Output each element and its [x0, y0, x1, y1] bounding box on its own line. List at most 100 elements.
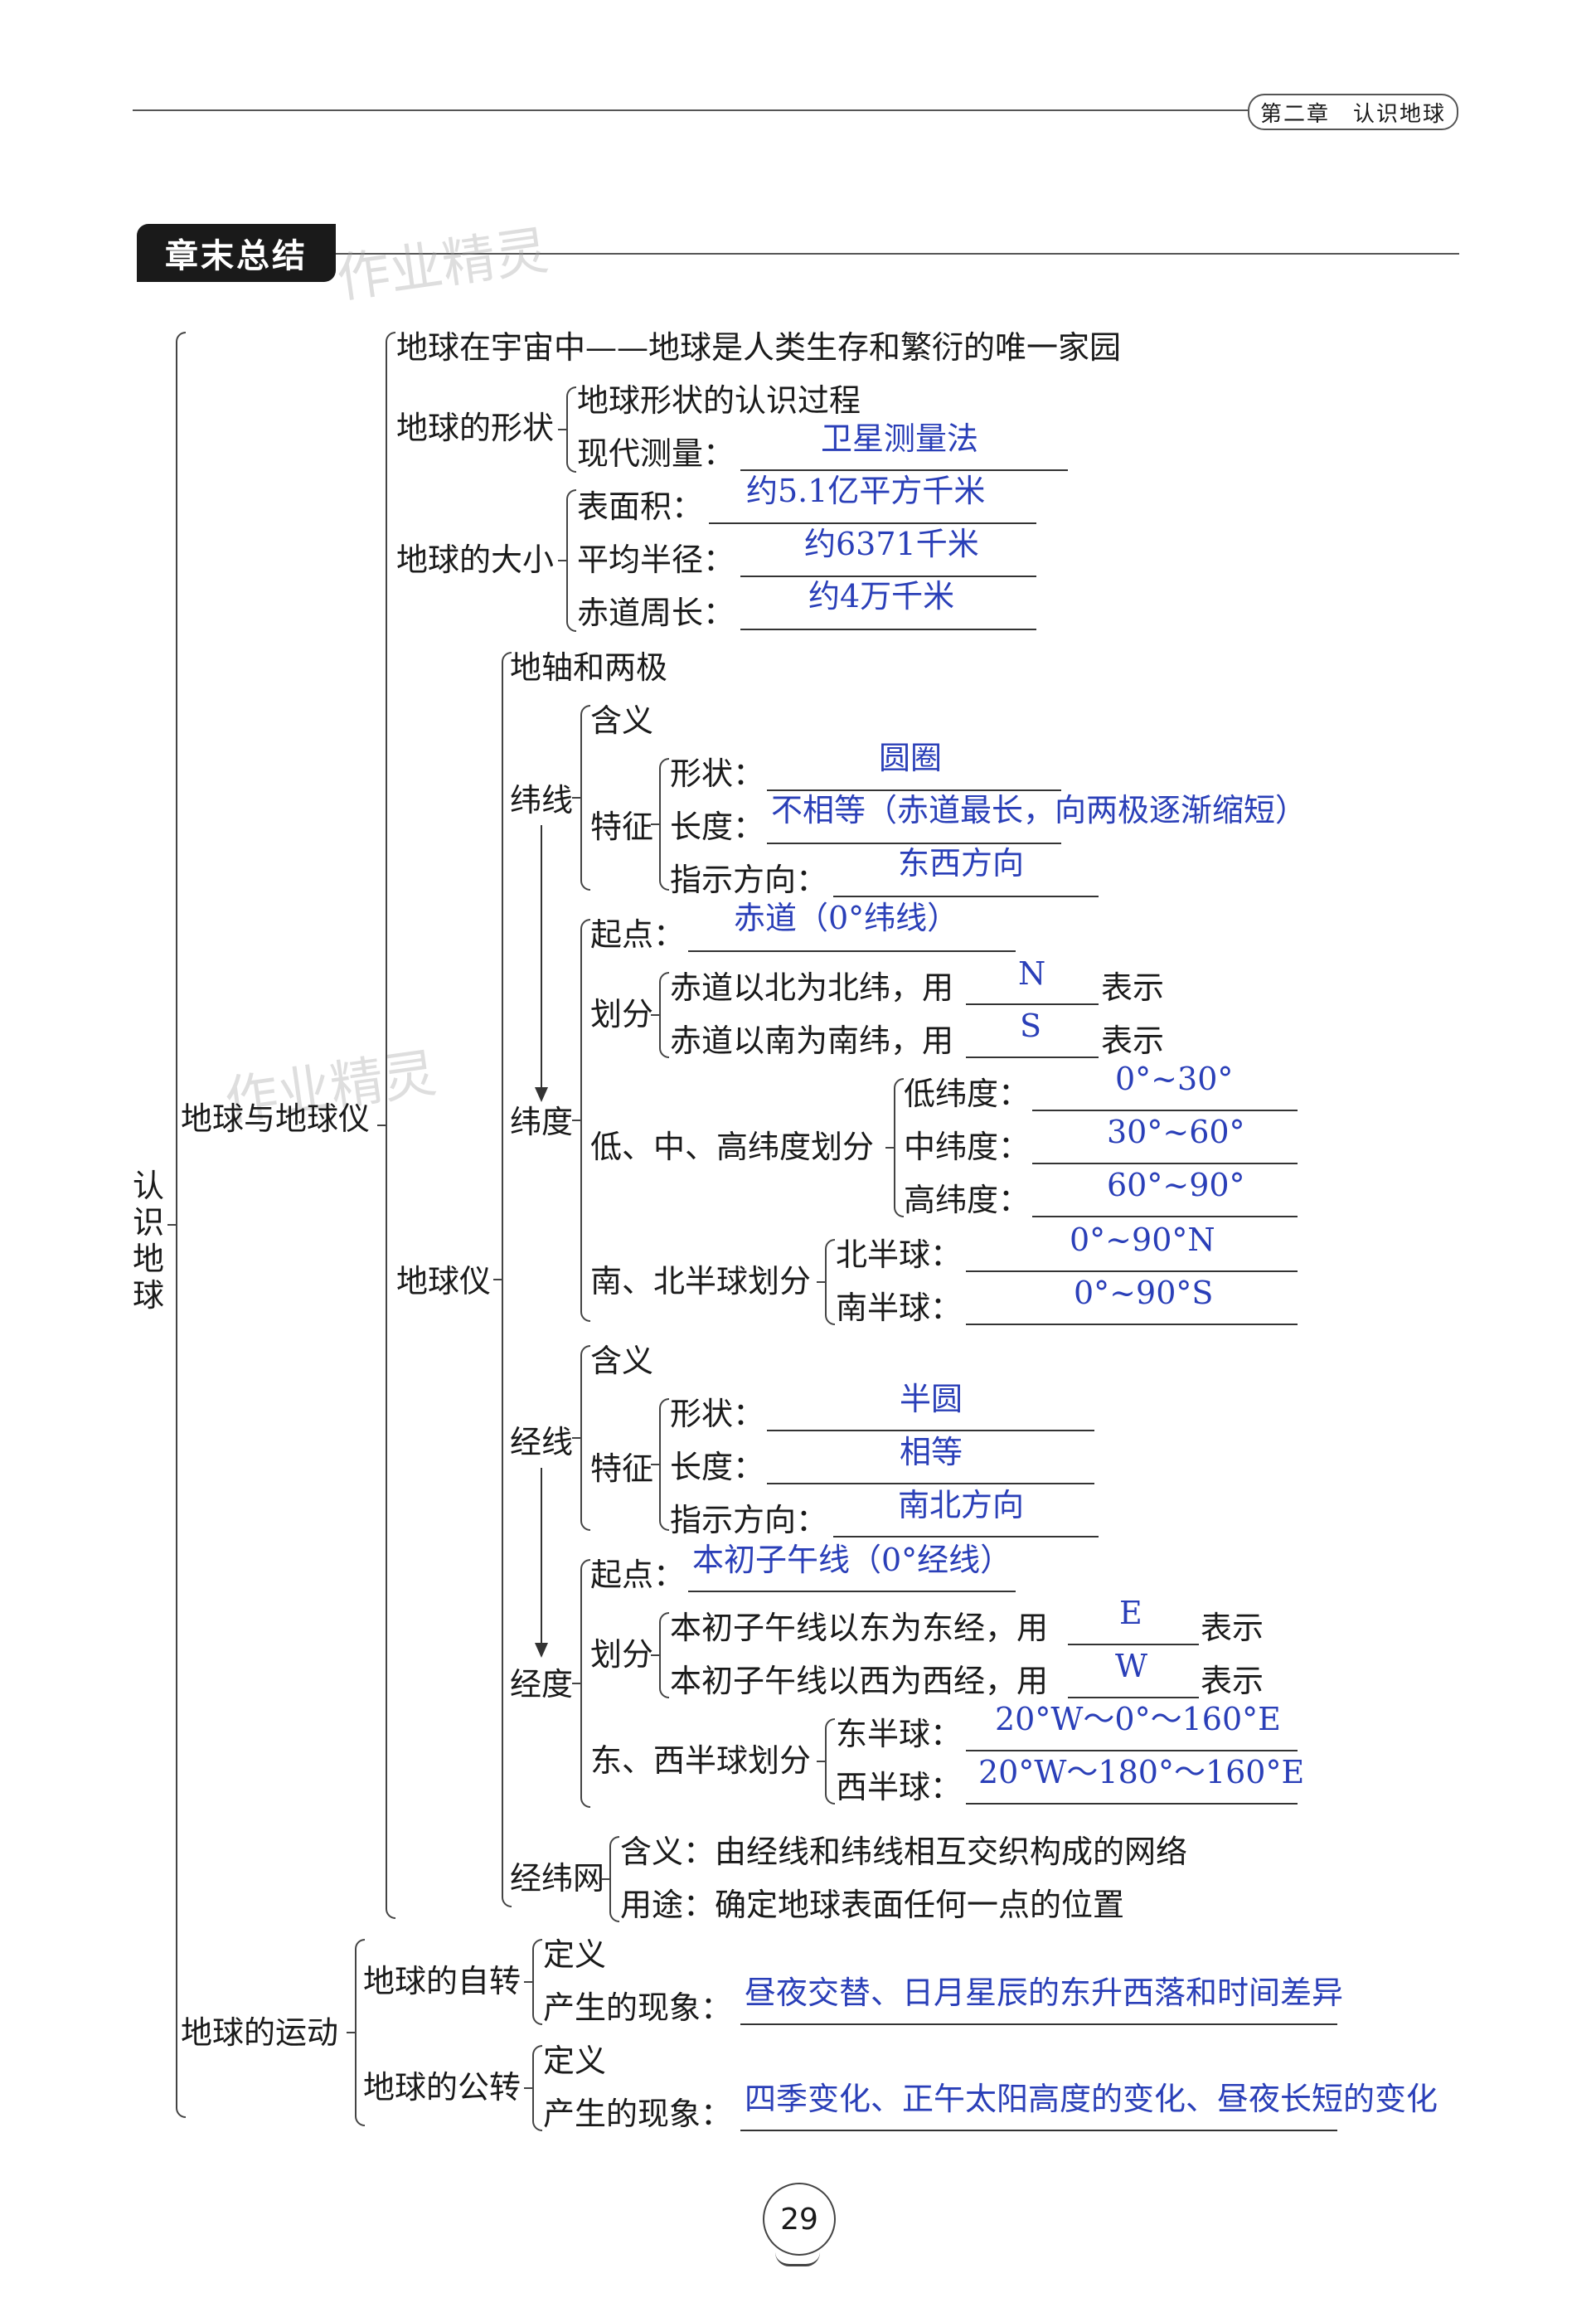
jingdu-ew-brace [825, 1718, 835, 1805]
revolution-label: 地球的公转 [363, 2069, 521, 2106]
jingxian-tz-brace [659, 1398, 669, 1531]
jingxian-length: 长度： [670, 1449, 765, 1485]
weidu-north: 赤道以北为北纬，用 [670, 969, 954, 1006]
jingxian-shape: 形状： [670, 1396, 765, 1432]
weixian-length-answer: 不相等（赤道最长，向两极逐渐缩短） [771, 792, 1307, 828]
shape-answer: 卫星测量法 [821, 420, 979, 457]
weidu-lmh: 低、中、高纬度划分 [590, 1129, 875, 1165]
l1-motion-label: 地球的运动 [181, 2014, 339, 2051]
weidu-nh-answer: 0°~90°N [1070, 1222, 1215, 1258]
size-brace [566, 489, 576, 632]
jingxian-hanyi: 含义 [590, 1343, 654, 1379]
rotation-brace [532, 1939, 542, 2025]
jingdu-east: 本初子午线以东为东经，用 [670, 1610, 1049, 1646]
jingxian-length-answer: 相等 [900, 1434, 963, 1470]
weidu-brace [580, 919, 590, 1322]
weidu-south-answer: S [1020, 1008, 1042, 1044]
weixian-shape-answer: 圆圈 [879, 740, 943, 776]
globe-label: 地球仪 [396, 1263, 492, 1299]
size-label: 地球的大小 [396, 542, 555, 578]
jingdu-west: 本初子午线以西为西经，用 [670, 1663, 1049, 1699]
shape-item1: 地球形状的认识过程 [577, 382, 861, 419]
shape-label: 地球的形状 [396, 410, 555, 446]
weidu-lmh-brace [894, 1078, 904, 1217]
jingxian-tezheng: 特征 [590, 1450, 654, 1487]
jingdu-label: 经度 [510, 1666, 574, 1703]
weidu-south-tail: 表示 [1101, 1023, 1165, 1059]
weidu-north-answer: N [1018, 955, 1046, 992]
weidu-start: 起点： [590, 916, 686, 953]
grid-brace [609, 1836, 619, 1922]
jingdu-div-brace [659, 1612, 669, 1698]
jingdu-eh: 东半球： [836, 1716, 963, 1752]
revolution-brace [532, 2045, 542, 2131]
weixian-dir-answer: 东西方向 [898, 845, 1025, 882]
revolution-def: 定义 [543, 2043, 607, 2079]
rotation-phen: 产生的现象： [543, 1989, 733, 2026]
weidu-nh: 北半球： [836, 1236, 963, 1273]
weidu-sh: 南半球： [836, 1290, 963, 1326]
weidu-div: 划分 [590, 996, 654, 1032]
weixian-label: 纬线 [510, 782, 574, 819]
page-number: 29 [763, 2183, 836, 2256]
globe-brace [502, 652, 512, 1907]
header-rule [133, 109, 1248, 111]
weixian-tezheng: 特征 [590, 809, 654, 845]
weidu-mid-answer: 30°~60° [1107, 1114, 1245, 1150]
weixian-dir: 指示方向： [670, 862, 828, 898]
weidu-south: 赤道以南为南纬，用 [670, 1023, 954, 1059]
jingxian-shape-answer: 半圆 [900, 1381, 963, 1417]
jingdu-wh: 西半球： [836, 1769, 963, 1805]
weidu-start-answer: 赤道（0°纬线） [734, 900, 959, 936]
jingdu-ew: 东、西半球划分 [590, 1742, 812, 1779]
watermark: 作业精灵 [332, 220, 552, 311]
weidu-div-brace [659, 972, 669, 1058]
l1-globe-brace [386, 332, 395, 1919]
weidu-ns-brace [825, 1239, 835, 1325]
grid-label: 经纬网 [510, 1860, 605, 1897]
jingdu-start: 起点： [590, 1557, 686, 1593]
weixian-length: 长度： [670, 809, 765, 845]
l1-globe-label: 地球与地球仪 [181, 1100, 371, 1137]
root-label: 认识地球 [133, 1168, 165, 1314]
weidu-north-tail: 表示 [1101, 969, 1165, 1006]
axis-label: 地轴和两极 [510, 649, 668, 686]
shape-brace [566, 386, 576, 473]
jingdu-brace [580, 1559, 590, 1808]
weidu-low-answer: 0°~30° [1115, 1061, 1234, 1097]
size-circ: 赤道周长： [577, 595, 735, 631]
jingxian-label: 经线 [510, 1424, 574, 1460]
size-radius-answer: 约6371千米 [804, 526, 979, 562]
arrow-down-icon [535, 825, 548, 1102]
weixian-brace [580, 705, 590, 891]
rotation-def: 定义 [543, 1936, 607, 1973]
rotation-answer: 昼夜交替、日月星辰的东升西落和时间差异 [745, 1975, 1344, 2011]
size-radius: 平均半径： [577, 542, 735, 578]
jingdu-west-tail: 表示 [1201, 1663, 1264, 1699]
size-area: 表面积： [577, 488, 704, 525]
weidu-mid: 中纬度： [904, 1129, 1031, 1165]
weixian-shape: 形状： [670, 755, 765, 792]
grid-def: 含义：由经线和纬线相互交织构成的网络 [620, 1834, 1188, 1870]
jingdu-div: 划分 [590, 1636, 654, 1673]
grid-use: 用途：确定地球表面任何一点的位置 [620, 1887, 1125, 1923]
size-area-answer: 约5.1亿平方千米 [746, 473, 986, 509]
rotation-label: 地球的自转 [363, 1963, 521, 1999]
weixian-tz-brace [659, 758, 669, 891]
revolution-answer: 四季变化、正午太阳高度的变化、昼夜长短的变化 [745, 2081, 1438, 2117]
chapter-badge: 第二章 认识地球 [1248, 94, 1458, 130]
weidu-high-answer: 60°~90° [1107, 1167, 1245, 1203]
size-circ-answer: 约4万千米 [808, 578, 955, 615]
weixian-hanyi: 含义 [590, 702, 654, 739]
root-brace [176, 332, 186, 2118]
jingxian-dir-answer: 南北方向 [898, 1487, 1025, 1523]
section-title: 章末总结 [137, 224, 336, 282]
jingdu-eh-answer: 20°W～0°～160°E [995, 1701, 1281, 1737]
arrow-down-icon [535, 1468, 548, 1658]
weidu-label: 纬度 [510, 1104, 574, 1140]
jingdu-east-tail: 表示 [1201, 1610, 1264, 1646]
jingxian-dir: 指示方向： [670, 1502, 828, 1538]
weidu-sh-answer: 0°~90°S [1074, 1275, 1214, 1311]
jingdu-west-answer: W [1115, 1648, 1148, 1684]
jingdu-wh-answer: 20°W～180°～160°E [978, 1754, 1305, 1790]
